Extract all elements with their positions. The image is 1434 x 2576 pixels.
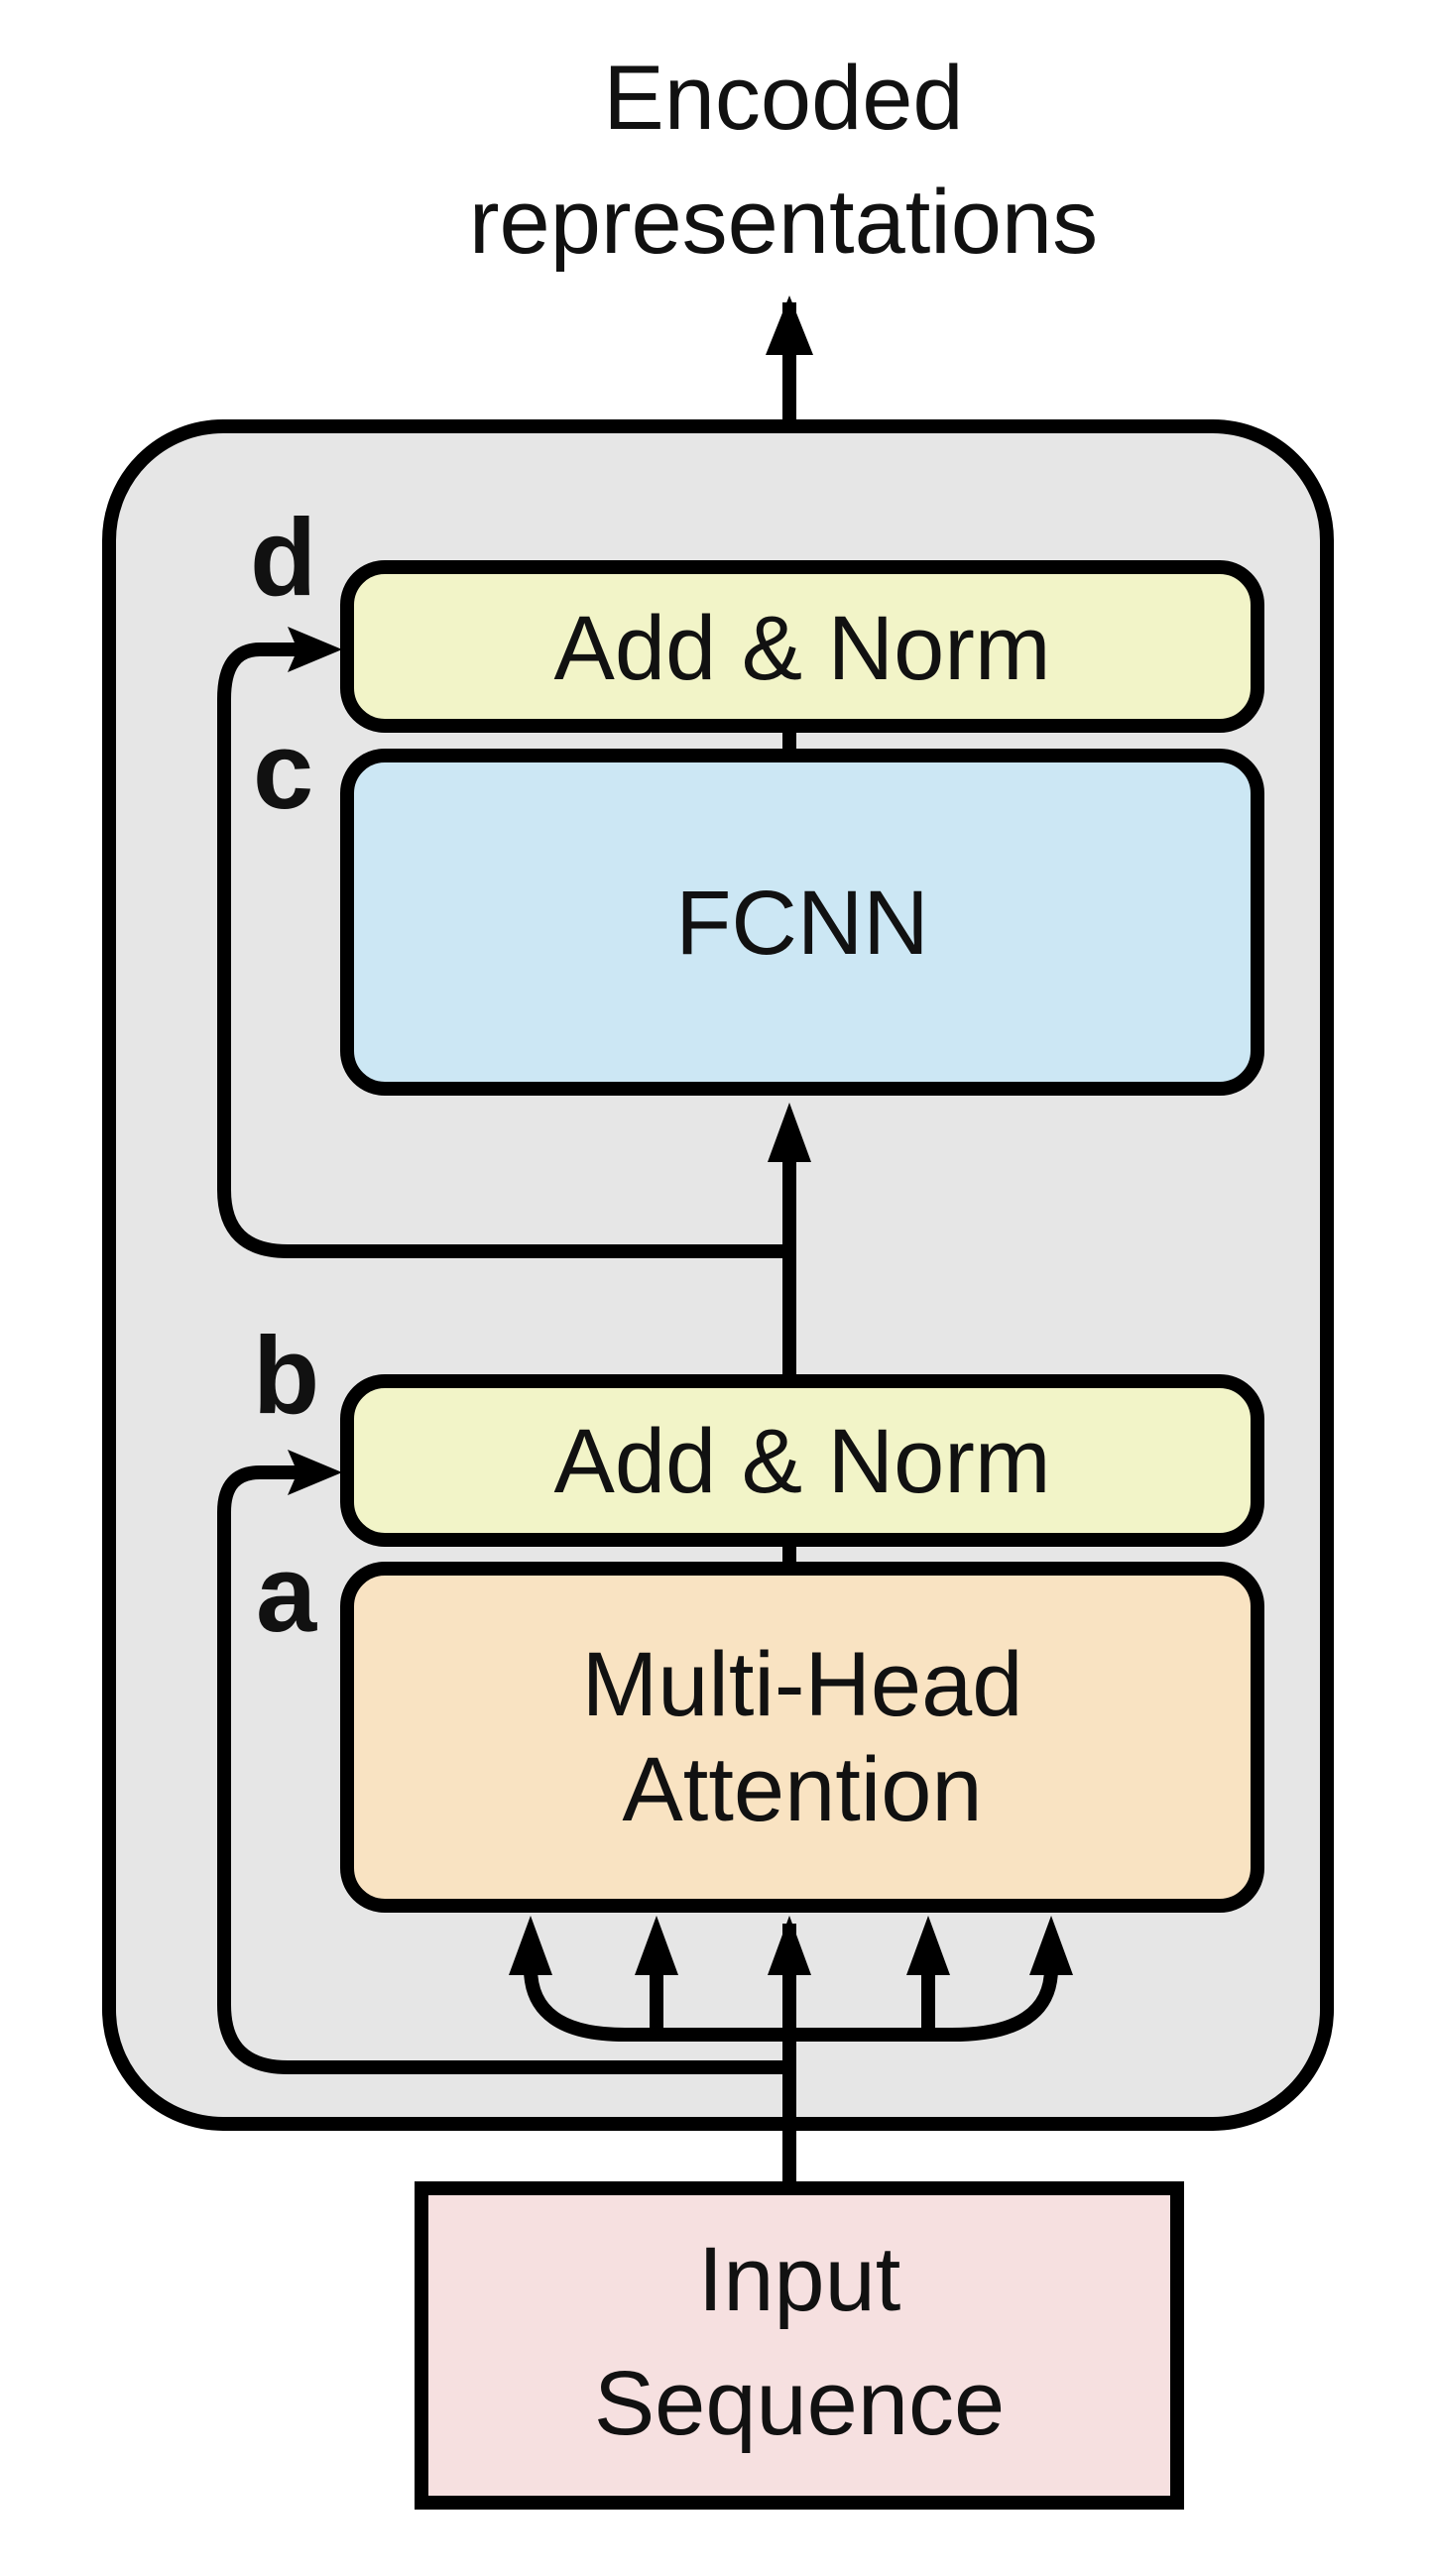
add-norm-top-label: Add & Norm (553, 598, 1050, 699)
attn-fan-left (524, 1967, 789, 2042)
attn-arrowhead-5 (1029, 1916, 1073, 1975)
attention-label-line1: Multi-Head (582, 1634, 1023, 1735)
add-norm-top-block (340, 560, 1264, 733)
marker-d: d (250, 497, 316, 619)
residual-arrowhead-top (288, 627, 342, 672)
output-label-line1: Encoded (603, 48, 963, 149)
fcnn-label: FCNN (675, 873, 929, 974)
fcnn-block (340, 749, 1264, 1096)
add-norm-bottom-block (340, 1374, 1264, 1547)
attn-arrowhead-3 (768, 1916, 811, 1975)
output-label-line2: representations (469, 172, 1098, 273)
input-label-line2: Sequence (594, 2353, 1005, 2454)
marker-b: b (253, 1315, 319, 1437)
attn-arrowhead-2 (635, 1916, 678, 1975)
residual-path-bottom (217, 1465, 789, 2074)
residual-arrowhead-bottom (288, 1450, 342, 1495)
attn-arrowhead-4 (906, 1916, 950, 1975)
input-label-line1: Input (698, 2229, 901, 2330)
residual-path-top (217, 643, 789, 1258)
add-norm-bottom-label: Add & Norm (553, 1411, 1050, 1512)
output-arrowhead (766, 295, 813, 355)
marker-a: a (256, 1533, 317, 1655)
fcnn-arrowhead (768, 1103, 811, 1162)
input-sequence-box (415, 2181, 1184, 2510)
attention-label-line2: Attention (622, 1739, 982, 1840)
attn-fan-right (789, 1967, 1058, 2042)
attention-block (340, 1562, 1264, 1913)
marker-c: c (253, 710, 313, 832)
attn-arrowhead-1 (509, 1916, 552, 1975)
